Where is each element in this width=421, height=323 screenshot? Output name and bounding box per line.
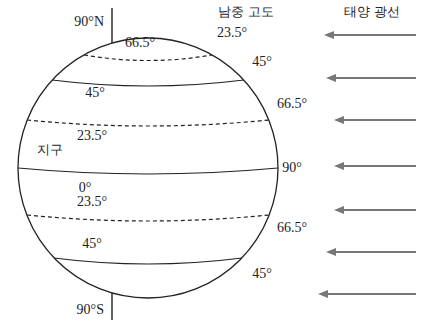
pole-label: 90°S [77,302,104,318]
header-label: 태양 광선 [344,4,400,20]
sun-ray [342,209,416,211]
ray-arrowhead [324,31,334,39]
axis-south [111,293,112,320]
altitude-label: 90° [282,160,302,176]
latitude-label: 66.5° [125,35,155,51]
sun-ray [332,34,416,36]
latitude-66-north [84,55,212,61]
sun-ray [342,119,416,121]
ray-arrowhead [334,206,344,214]
altitude-label: 23.5° [217,25,247,41]
sun-ray [342,165,416,167]
latitude-45-south [54,258,242,264]
altitude-label: 66.5° [277,96,307,112]
ray-arrowhead [326,74,336,82]
latitude-label: 0° [79,180,92,196]
header-label: 남중 고도 [218,4,274,20]
ray-arrowhead [318,290,328,298]
latitude-23-north [27,120,269,126]
sun-ray [326,293,416,295]
equator-line [18,168,278,174]
earth-globe [18,38,278,298]
ray-arrowhead [334,116,344,124]
ray-arrowhead [326,248,336,256]
sun-ray [334,77,416,79]
latitude-label: 45° [82,236,102,252]
altitude-label: 45° [252,266,272,282]
latitude-45-north [52,80,244,86]
ray-arrowhead [334,162,344,170]
altitude-label: 45° [252,54,272,70]
altitude-label: 66.5° [277,220,307,236]
earth-label: 지구 [37,142,63,158]
axis-north [111,8,112,43]
latitude-label: 23.5° [77,128,107,144]
sun-ray [334,251,416,253]
latitude-label: 23.5° [77,194,107,210]
pole-label: 90°N [74,14,104,30]
latitude-label: 45° [85,85,105,101]
latitude-23-south [27,215,269,221]
